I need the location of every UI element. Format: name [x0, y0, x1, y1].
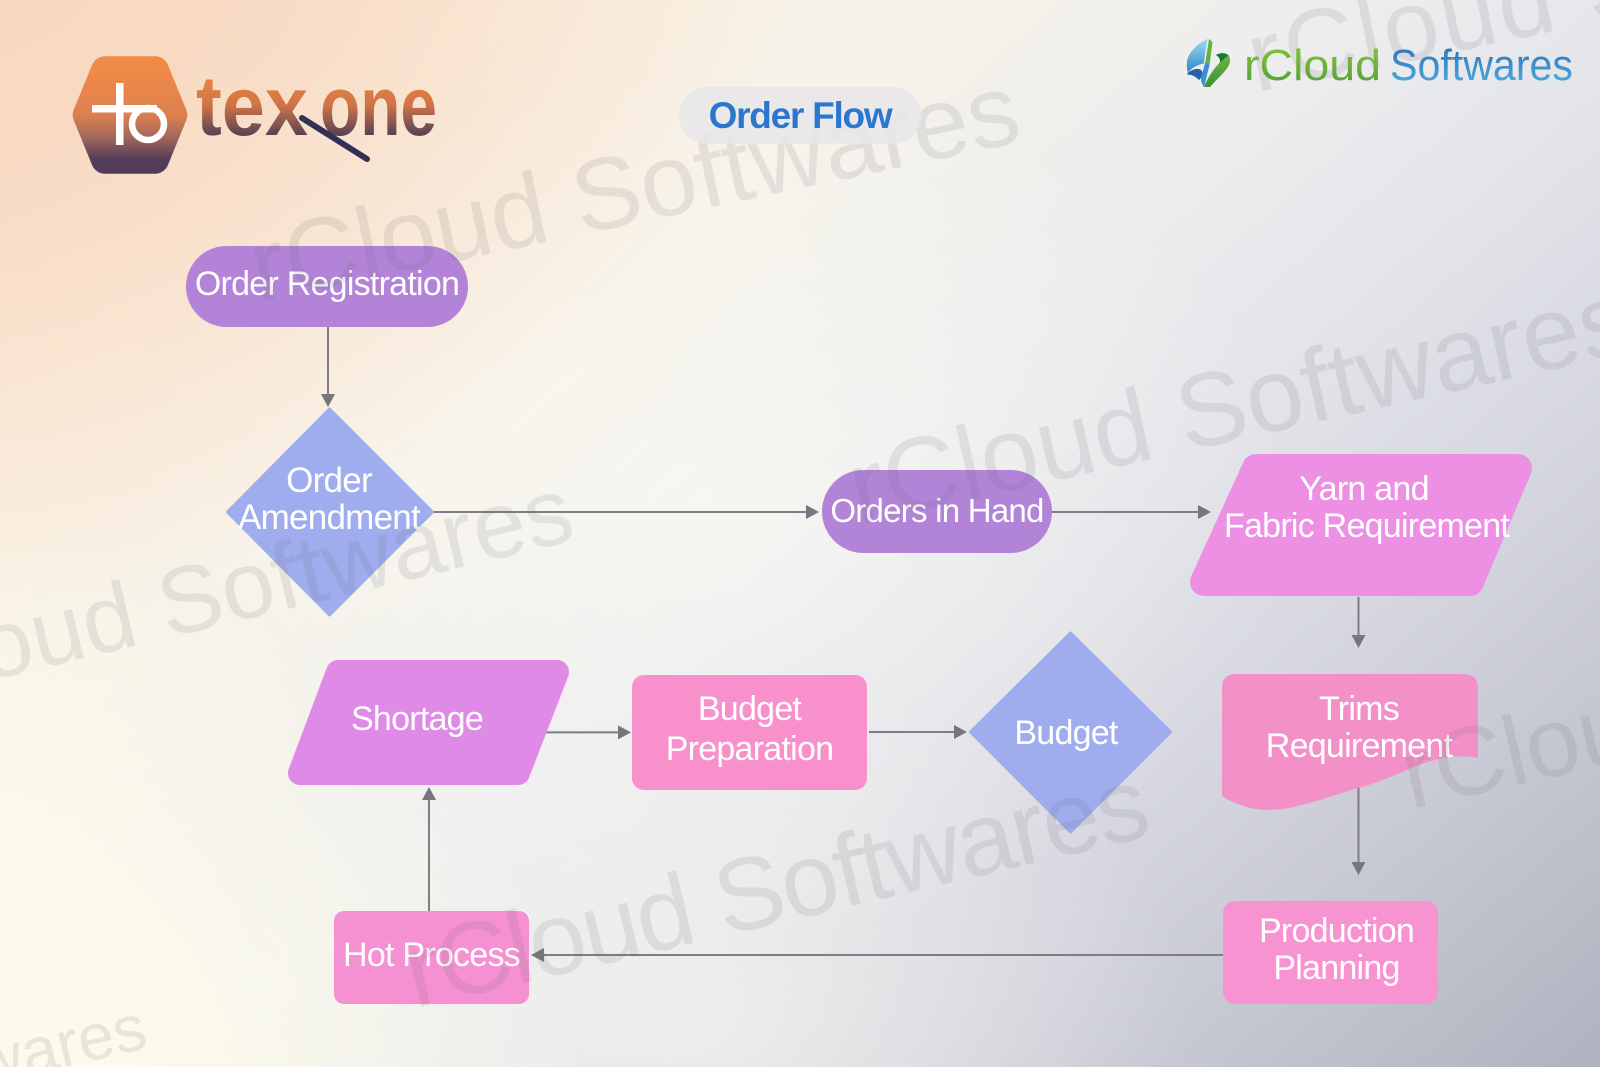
svg-text:tex: tex — [196, 59, 308, 153]
svg-text:rCloud: rCloud — [1244, 41, 1381, 90]
svg-text:one: one — [320, 59, 437, 153]
svg-text:Softwares: Softwares — [1390, 41, 1573, 90]
